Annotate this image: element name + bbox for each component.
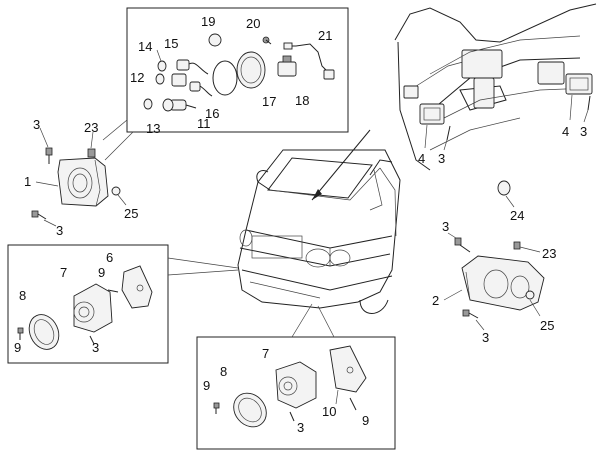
socket-assembly xyxy=(171,73,213,97)
label-9-a: 9 xyxy=(98,265,105,280)
label-7-b: 7 xyxy=(262,346,269,361)
part-17-cover xyxy=(236,51,266,89)
label-11: 11 xyxy=(197,116,211,131)
label-2: 2 xyxy=(432,293,439,308)
fog-lamp-box-left xyxy=(7,244,239,364)
cabin-interior xyxy=(394,3,597,171)
label-25-b: 25 xyxy=(540,318,554,333)
label-9-d: 9 xyxy=(362,413,369,428)
bulb-detail-box xyxy=(126,7,349,133)
screw-3-left-top xyxy=(39,127,53,164)
grommet-25-left xyxy=(111,186,127,206)
screw-3-cabin-left xyxy=(443,125,451,151)
part-13-bulb xyxy=(143,98,153,110)
part-24-cap xyxy=(497,180,515,208)
part-4-switch-right xyxy=(565,73,593,121)
part-15-socket xyxy=(176,59,209,75)
label-4-a: 4 xyxy=(418,151,425,166)
label-4-b: 4 xyxy=(562,124,569,139)
screw-3-fog-bottom xyxy=(289,411,295,422)
label-14: 14 xyxy=(138,39,152,54)
label-8-a: 8 xyxy=(19,288,26,303)
label-13: 13 xyxy=(146,121,160,136)
label-16: 16 xyxy=(205,106,219,121)
label-19: 19 xyxy=(201,14,215,29)
part-10-bracket-bottom xyxy=(329,345,367,405)
label-20: 20 xyxy=(246,16,260,31)
callout-labels: 19 20 21 14 15 12 16 17 18 13 11 3 23 1 … xyxy=(14,14,587,435)
label-1: 1 xyxy=(24,174,31,189)
part-21-harness xyxy=(283,42,335,80)
label-18: 18 xyxy=(295,93,309,108)
screw-3-right-bottom xyxy=(462,309,485,331)
screw-9-left-b xyxy=(17,327,24,340)
van-outline xyxy=(237,149,401,314)
label-23-b: 23 xyxy=(542,246,556,261)
label-3-e: 3 xyxy=(442,219,449,234)
label-15: 15 xyxy=(164,36,178,51)
fog-lamp-box-bottom xyxy=(196,303,396,450)
label-3-d: 3 xyxy=(580,124,587,139)
label-10: 10 xyxy=(322,404,336,419)
label-3-g: 3 xyxy=(92,340,99,355)
part-12-bulb xyxy=(155,73,165,85)
part-8-bezel-bottom xyxy=(233,392,267,428)
part-1-headlamp-left xyxy=(57,157,109,207)
screw-3-right-top xyxy=(447,232,471,253)
label-21: 21 xyxy=(318,28,332,43)
label-3-f: 3 xyxy=(482,330,489,345)
label-17: 17 xyxy=(262,94,276,109)
clip-23-right xyxy=(513,241,541,253)
part-19-cap xyxy=(208,33,222,47)
part-11-bulb xyxy=(162,98,197,112)
clip-23-left xyxy=(87,131,96,158)
part-6-bracket-left xyxy=(121,265,153,309)
part-14-bulb xyxy=(156,49,167,72)
label-3-h: 3 xyxy=(297,420,304,435)
label-3-c: 3 xyxy=(438,151,445,166)
grommet-25-right xyxy=(525,290,541,317)
part-4-switch-left xyxy=(419,103,445,149)
screw-9-bottom-b xyxy=(349,397,357,411)
part-16-ring xyxy=(212,60,238,96)
label-12: 12 xyxy=(130,70,144,85)
label-3-a: 3 xyxy=(33,117,40,132)
screw-3-cabin-right xyxy=(583,95,591,123)
part-20-screw xyxy=(262,36,272,45)
label-7-a: 7 xyxy=(60,265,67,280)
label-6: 6 xyxy=(106,250,113,265)
label-8-b: 8 xyxy=(220,364,227,379)
label-23-a: 23 xyxy=(84,120,98,135)
label-3-b: 3 xyxy=(56,223,63,238)
label-9-b: 9 xyxy=(14,340,21,355)
screw-9-bottom-a xyxy=(213,402,220,414)
part-18-connector xyxy=(277,55,297,77)
screw-3-left-bottom xyxy=(31,210,57,227)
part-7-fog-lamp-bottom xyxy=(275,361,317,409)
label-24: 24 xyxy=(510,208,524,223)
part-8-bezel-left xyxy=(28,314,60,350)
screw-9-left-a xyxy=(107,289,119,293)
screw-3-fog-left xyxy=(89,335,95,345)
label-9-c: 9 xyxy=(203,378,210,393)
label-25-a: 25 xyxy=(124,206,138,221)
part-2-headlamp-right xyxy=(461,255,545,311)
part-7-fog-lamp-left xyxy=(73,283,113,333)
